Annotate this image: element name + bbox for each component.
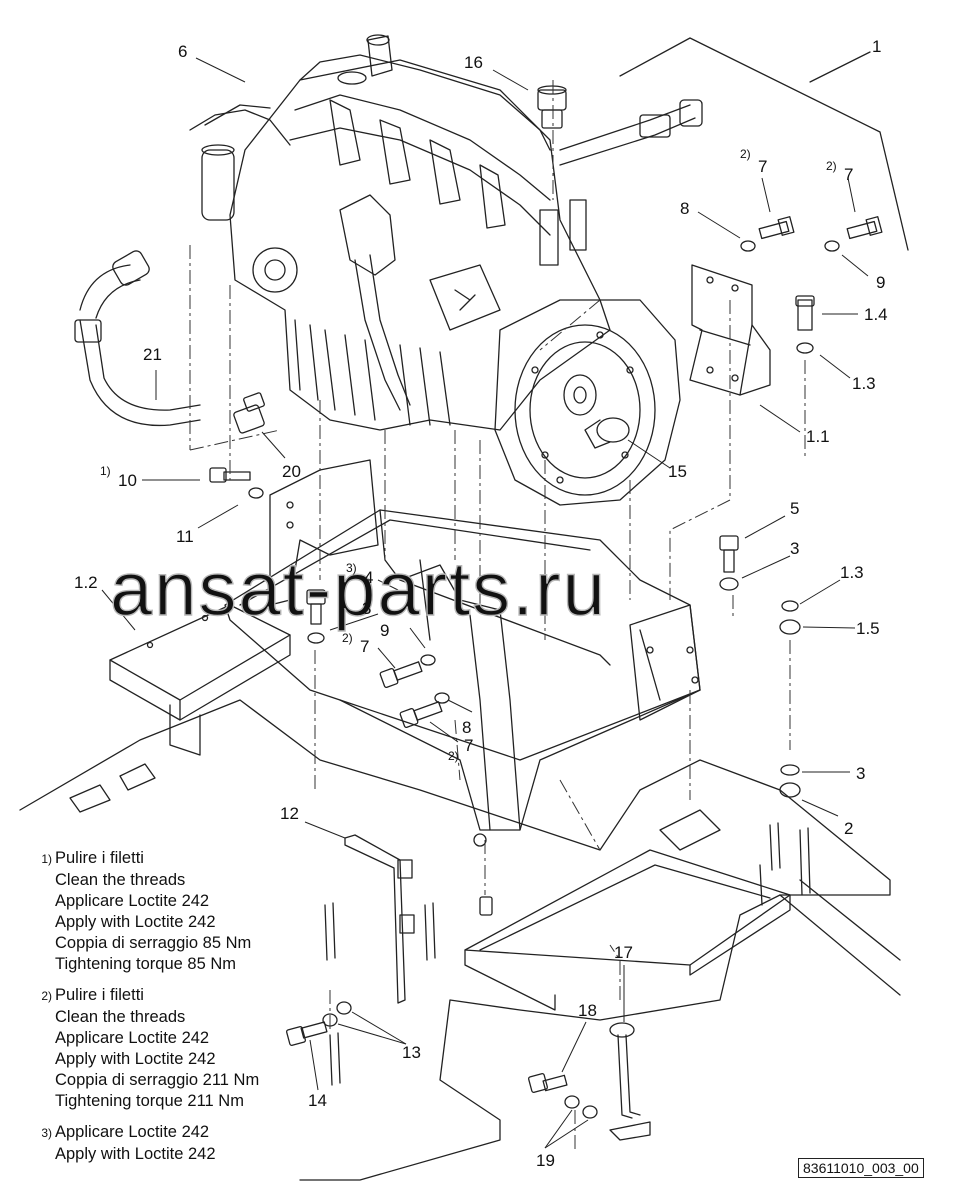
callout-17: 17 <box>614 943 633 962</box>
callout-3a: 3 <box>790 539 799 558</box>
callout-7d-note: 2) <box>448 749 459 763</box>
bolts-upper <box>740 216 883 354</box>
note-text: Tightening torque 211 Nm <box>55 1092 244 1110</box>
callout-11: 11 <box>176 527 194 546</box>
note-marker: 3) <box>41 1126 52 1140</box>
note-text: Applicare Loctite 242 <box>55 1029 210 1047</box>
callout-1-2: 1.2 <box>74 573 98 592</box>
bolts-middle <box>306 589 450 728</box>
pins <box>324 896 493 1086</box>
callout-15: 15 <box>668 462 687 481</box>
callout-1-4: 1.4 <box>864 305 888 324</box>
support-rod <box>609 1022 651 1141</box>
callout-7c-note: 2) <box>342 631 353 645</box>
support-strap <box>344 834 415 1004</box>
hose <box>74 250 201 427</box>
callout-7a: 7 <box>758 157 767 176</box>
lower-tray <box>464 849 791 1011</box>
engine <box>189 34 703 431</box>
phantom-lines <box>189 80 806 1150</box>
engine-mount-bracket-right <box>689 264 771 396</box>
note-text: Apply with Loctite 242 <box>55 913 216 931</box>
callout-8b: 8 <box>462 718 471 737</box>
note-marker: 1) <box>41 852 52 866</box>
note-text: Clean the threads <box>55 871 186 889</box>
callout-18: 18 <box>578 1001 597 1020</box>
subframe <box>224 509 701 847</box>
callout-1-3a: 1.3 <box>852 374 876 393</box>
note-text: Coppia di serraggio 211 Nm <box>55 1071 260 1089</box>
note-text: Tightening torque 85 Nm <box>55 955 236 973</box>
callout-4-note: 3) <box>346 561 357 575</box>
callout-10-note: 1) <box>100 464 111 478</box>
callouts: 1 6 16 2) 7 2) 7 8 9 1.4 1.3 1.1 21 20 1… <box>74 37 888 1170</box>
callout-14: 14 <box>308 1091 327 1110</box>
callout-7a-note: 2) <box>740 147 751 161</box>
notes-block: 1)Pulire i filetti Clean the threads App… <box>32 848 332 1175</box>
note-text: Applicare Loctite 242 <box>55 892 210 910</box>
note-2: 2)Pulire i filetti Clean the threads App… <box>32 985 332 1112</box>
callout-12: 12 <box>280 804 299 823</box>
battery-tray <box>109 604 291 756</box>
bolt-14 <box>286 1001 352 1046</box>
callout-4: 4 <box>364 568 373 587</box>
fitting-sump <box>233 392 265 434</box>
callout-10: 10 <box>118 471 137 490</box>
callout-1: 1 <box>872 37 881 56</box>
note-3: 3)Applicare Loctite 242 Apply with Locti… <box>32 1122 332 1165</box>
note-text: Pulire i filetti <box>55 849 144 867</box>
note-text: Apply with Loctite 242 <box>55 1145 216 1163</box>
callout-20: 20 <box>282 462 301 481</box>
bolt-18 <box>528 1073 598 1119</box>
callout-7b: 7 <box>844 165 853 184</box>
note-text: Clean the threads <box>55 1008 186 1026</box>
note-text: Pulire i filetti <box>55 986 144 1004</box>
callout-3c: 3 <box>856 764 865 783</box>
drawing-id: 83611010_003_00 <box>798 1158 924 1178</box>
leader-lines <box>101 57 869 1149</box>
bolt-10 <box>209 467 264 499</box>
callout-9b: 9 <box>380 621 389 640</box>
note-marker: 2) <box>41 989 52 1003</box>
note-text: Coppia di serraggio 85 Nm <box>55 934 252 952</box>
callout-7b-note: 2) <box>826 159 837 173</box>
callout-6: 6 <box>178 42 187 61</box>
callout-8a: 8 <box>680 199 689 218</box>
fitting-top <box>537 85 567 129</box>
callout-5: 5 <box>790 499 799 518</box>
callout-7d: 7 <box>464 736 473 755</box>
callout-7c: 7 <box>360 637 369 656</box>
callout-1-1: 1.1 <box>806 427 830 446</box>
callout-1-3b: 1.3 <box>840 563 864 582</box>
callout-9a: 9 <box>876 273 885 292</box>
callout-13: 13 <box>402 1043 421 1062</box>
callout-16: 16 <box>464 53 483 72</box>
callout-1-5: 1.5 <box>856 619 880 638</box>
callout-2: 2 <box>844 819 853 838</box>
chassis-plate <box>19 699 901 1181</box>
flywheel-housing <box>494 299 681 506</box>
assembly-bracket-lines <box>619 37 909 251</box>
bolts-right <box>719 535 801 798</box>
callout-3b: 3 <box>362 599 371 618</box>
note-text: Apply with Loctite 242 <box>55 1050 216 1068</box>
coupling <box>584 417 630 449</box>
callout-21: 21 <box>143 345 162 364</box>
note-1: 1)Pulire i filetti Clean the threads App… <box>32 848 332 975</box>
note-text: Applicare Loctite 242 <box>55 1123 210 1141</box>
watermark: ansat-parts.ru <box>110 547 607 632</box>
callout-19: 19 <box>536 1151 555 1170</box>
engine-mount-bracket-left <box>269 459 379 606</box>
